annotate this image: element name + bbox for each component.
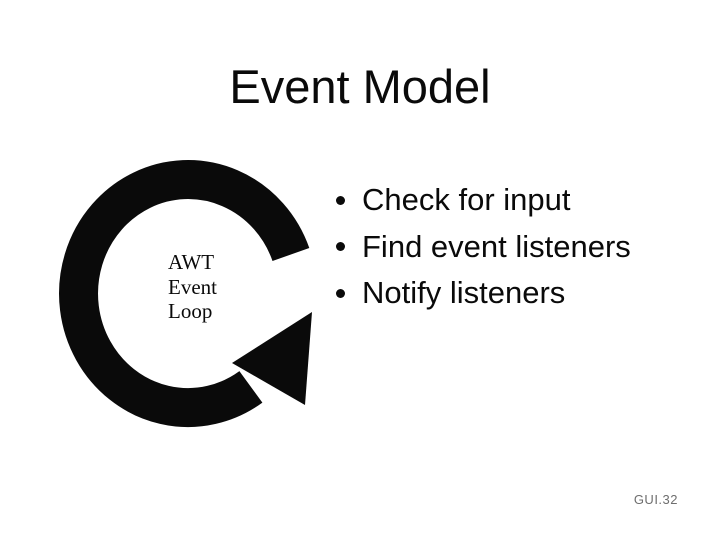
slide-title: Event Model — [229, 60, 491, 113]
bullet-text: Check for input — [362, 182, 571, 217]
loop-arrow-ring — [59, 160, 310, 428]
bullet-text: Notify listeners — [362, 275, 566, 310]
bullet-item: Notify listeners — [336, 270, 631, 317]
bullet-dot-icon — [336, 288, 345, 298]
bullet-item: Check for input — [336, 177, 631, 224]
loop-arrowhead — [232, 312, 312, 405]
loop-label-line: Loop — [168, 299, 213, 323]
loop-label-line: AWT — [168, 250, 215, 274]
page-number: GUI.32 — [633, 492, 678, 507]
bullet-text: Find event listeners — [362, 228, 631, 264]
bullet-dot-icon — [336, 195, 345, 205]
loop-label: AWT Event Loop — [168, 250, 217, 324]
loop-arrow-icon — [59, 160, 312, 428]
bullet-list: Check for input Find event listeners Not… — [336, 177, 631, 317]
loop-label-line: Event — [168, 274, 217, 299]
bullet-dot-icon — [336, 242, 345, 252]
bullet-item: Find event listeners — [336, 224, 631, 271]
